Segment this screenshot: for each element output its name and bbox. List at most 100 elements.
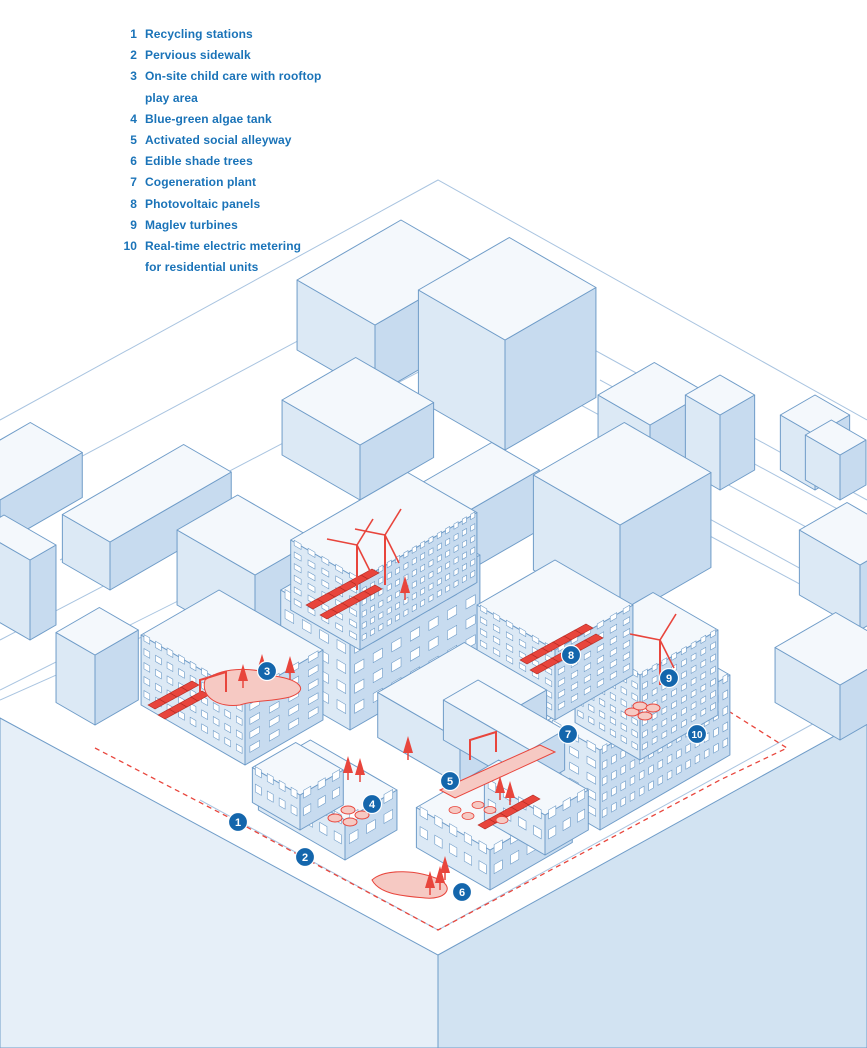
window [224, 708, 231, 720]
window [609, 635, 618, 646]
window [492, 623, 501, 634]
building-roof [417, 237, 597, 341]
window [453, 532, 459, 542]
window [269, 700, 280, 714]
window [586, 739, 596, 753]
photovoltaic-panels-front [477, 794, 541, 830]
window [661, 705, 668, 716]
window [453, 567, 459, 577]
window [372, 667, 383, 684]
window [410, 626, 420, 642]
window [583, 685, 592, 696]
window [386, 559, 392, 569]
window [386, 606, 392, 616]
legend-label-continued: play area [145, 90, 198, 105]
solar-panel [584, 633, 604, 645]
window [436, 554, 442, 563]
window [588, 715, 595, 726]
window [370, 604, 375, 613]
legend-number: 2 [130, 48, 137, 63]
street-edge [0, 179, 867, 421]
window [383, 808, 393, 825]
window [588, 703, 595, 714]
window [465, 614, 476, 630]
window [505, 631, 514, 642]
window [642, 729, 648, 739]
callout-marker-circle [439, 770, 461, 792]
window [336, 638, 346, 655]
building-roof [55, 607, 139, 656]
window [620, 686, 627, 696]
window [420, 575, 426, 585]
window [583, 650, 592, 661]
window [178, 668, 185, 679]
window [335, 575, 343, 586]
window [642, 680, 648, 690]
window [583, 673, 592, 684]
window [434, 814, 443, 829]
callout-marker-6: 6 [451, 881, 473, 903]
window [622, 651, 630, 662]
window [278, 797, 286, 810]
window [611, 785, 617, 797]
window [690, 664, 697, 674]
algae-tank [342, 817, 358, 827]
algae-tank [327, 813, 343, 823]
legend-label: Maglev turbines [145, 217, 238, 232]
callout-marker-circle [227, 811, 249, 833]
window [661, 657, 668, 667]
window [420, 563, 426, 573]
window [453, 579, 459, 589]
photovoltaic-panels-tower [319, 584, 383, 620]
context-building [684, 374, 756, 491]
window [690, 713, 697, 723]
window [308, 706, 319, 720]
callout-marker-circle [361, 793, 383, 815]
window [629, 790, 636, 802]
window [461, 562, 467, 572]
window [143, 676, 151, 687]
callout-marker-circle [256, 660, 278, 682]
photovoltaic-panels-tower [305, 568, 380, 610]
window-grid [293, 511, 476, 642]
window [143, 690, 151, 701]
window [599, 697, 606, 708]
callout-marker-label: 6 [459, 887, 465, 899]
algae-tank [354, 810, 370, 820]
building-roof [684, 374, 756, 416]
building-roof [281, 357, 435, 446]
window [302, 618, 312, 635]
window [505, 619, 514, 630]
turbine-blade [326, 538, 358, 546]
window [681, 706, 687, 716]
window [596, 666, 605, 677]
window [700, 695, 707, 705]
window [419, 826, 428, 841]
window [307, 606, 316, 617]
edible-shade-tree [238, 664, 248, 688]
window [284, 608, 295, 625]
window [370, 615, 375, 625]
window [562, 816, 571, 832]
window [370, 627, 375, 637]
algae-tank [461, 812, 475, 820]
algae-tank [340, 805, 356, 815]
window [493, 859, 503, 875]
window [201, 709, 208, 721]
window [577, 788, 585, 803]
window [445, 549, 451, 558]
window [586, 755, 596, 769]
callout-marker-circle [658, 667, 680, 689]
callout-marker-7: 7 [557, 723, 579, 745]
window [189, 660, 197, 672]
context-building [532, 422, 712, 621]
callout-marker-9: 9 [658, 667, 680, 689]
window [611, 769, 617, 781]
context-building [804, 419, 867, 501]
turbine-blade [384, 534, 400, 564]
window [700, 707, 707, 717]
window [349, 828, 359, 845]
window [569, 761, 579, 775]
